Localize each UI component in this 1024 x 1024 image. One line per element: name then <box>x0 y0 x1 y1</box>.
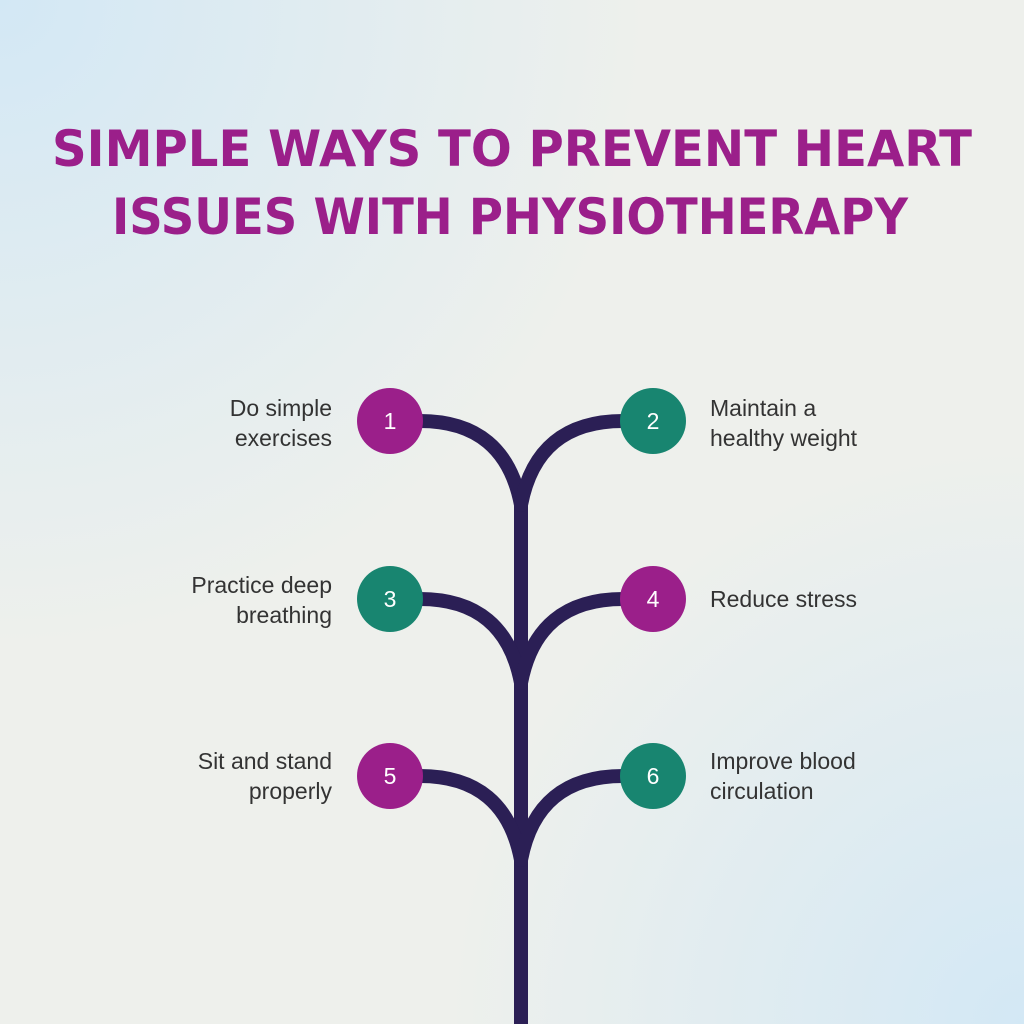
step-marker-5: 5 <box>357 743 423 809</box>
step-label-6: Improve blood circulation <box>710 746 856 806</box>
label-line: Do simple <box>229 395 332 421</box>
step-number: 5 <box>384 763 397 789</box>
step-number: 4 <box>647 586 660 612</box>
label-line: Improve blood <box>710 748 856 774</box>
branch-3 <box>413 592 528 690</box>
step-number: 6 <box>647 763 660 789</box>
label-line: breathing <box>236 602 332 628</box>
label-line: Maintain a <box>710 395 817 421</box>
label-line: properly <box>248 778 332 804</box>
step-number: 1 <box>384 408 397 434</box>
branch-4 <box>514 592 630 690</box>
branch-2 <box>514 414 630 512</box>
step-label-5: Sit and stand properly <box>198 746 332 806</box>
title-line-2: ISSUES WITH PHYSIOTHERAPY <box>112 188 909 246</box>
step-marker-2: 2 <box>620 388 686 454</box>
tree-branches <box>413 414 630 1024</box>
label-line: Sit and stand <box>197 748 332 774</box>
step-marker-1: 1 <box>357 388 423 454</box>
step-label-3: Practice deep breathing <box>191 570 332 630</box>
step-number: 3 <box>384 586 397 612</box>
branch-5 <box>413 769 528 867</box>
branch-1 <box>413 414 528 512</box>
step-label-1: Do simple exercises <box>230 393 332 453</box>
label-line: healthy weight <box>710 425 858 451</box>
step-number: 2 <box>647 408 660 434</box>
step-marker-3: 3 <box>357 566 423 632</box>
step-marker-4: 4 <box>620 566 686 632</box>
step-marker-6: 6 <box>620 743 686 809</box>
label-line: circulation <box>710 778 814 804</box>
label-line: Practice deep <box>191 572 332 598</box>
title-line-1: SIMPLE WAYS TO PREVENT HEART <box>52 120 972 178</box>
branch-6 <box>514 769 630 867</box>
step-label-2: Maintain a healthy weight <box>710 393 857 453</box>
label-line: Reduce stress <box>710 586 858 612</box>
label-line: exercises <box>234 425 332 451</box>
step-label-4: Reduce stress <box>710 584 857 614</box>
